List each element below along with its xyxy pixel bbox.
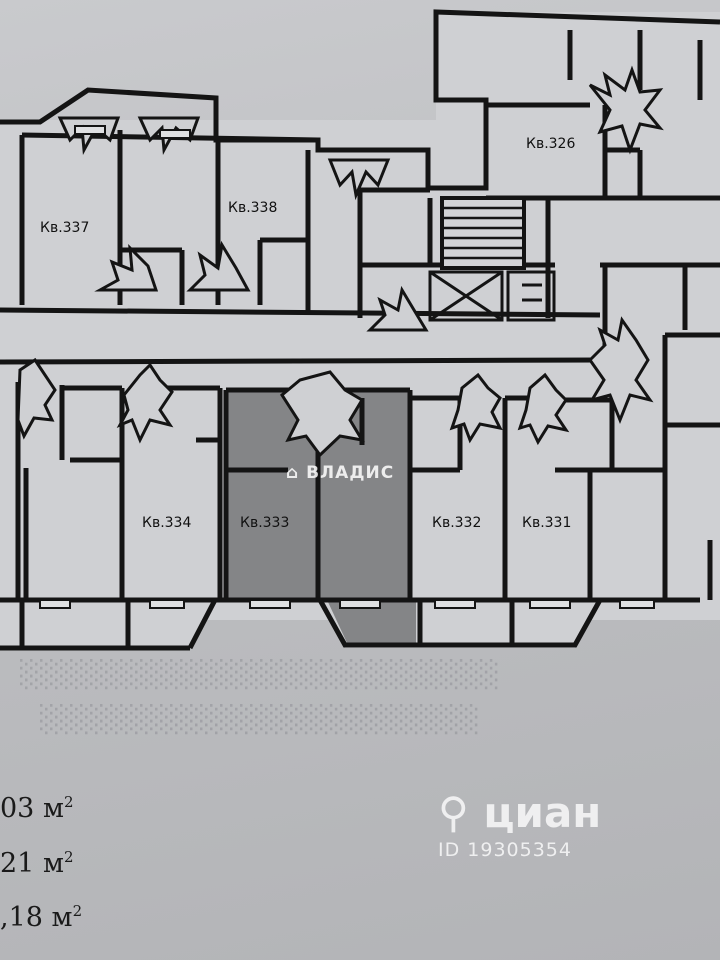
apartment-label-337: Кв.337 bbox=[40, 220, 89, 236]
door-symbols bbox=[16, 65, 664, 458]
show-through-text: ░░░░░░░░░░░░░░░░░░░░░░ bbox=[40, 705, 480, 735]
house-icon: ⌂ bbox=[286, 463, 300, 483]
vladis-watermark: ⌂ ВЛАДИС bbox=[286, 463, 394, 483]
apartment-labels: Кв.326 Кв.337 Кв.338 Кв.334 Кв.333 Кв.33… bbox=[40, 136, 575, 531]
area-exp: 2 bbox=[72, 902, 83, 920]
cian-id-text: ID 19305354 bbox=[438, 839, 572, 861]
vladis-watermark-text: ВЛАДИС bbox=[306, 463, 395, 483]
pin-icon: ⚲ bbox=[438, 788, 469, 837]
apartment-label-332: Кв.332 bbox=[432, 515, 481, 531]
window-marks bbox=[39, 125, 655, 609]
area-unit: м bbox=[42, 793, 64, 824]
apartment-label-334: Кв.334 bbox=[142, 515, 191, 531]
area-unit: м bbox=[42, 848, 64, 879]
cian-brand-text: циан bbox=[483, 788, 602, 837]
stairwell bbox=[440, 196, 526, 270]
cian-watermark: ⚲ циан ID 19305354 bbox=[438, 788, 601, 861]
area-line-1: 03 м2 bbox=[0, 793, 74, 824]
apartment-label-333: Кв.333 bbox=[240, 515, 289, 531]
apartment-label-326: Кв.326 bbox=[526, 136, 575, 152]
area-unit: м bbox=[51, 902, 73, 933]
walls bbox=[0, 9, 720, 651]
elevator-shafts bbox=[428, 270, 556, 322]
apartment-label-331: Кв.331 bbox=[522, 515, 571, 531]
area-line-2: 21 м2 bbox=[0, 848, 74, 879]
area-exp: 2 bbox=[63, 848, 74, 866]
area-value: ,18 bbox=[0, 902, 43, 933]
area-line-3: ,18 м2 bbox=[0, 902, 82, 933]
area-value: 21 bbox=[0, 848, 35, 879]
area-value: 03 bbox=[0, 793, 35, 824]
area-exp: 2 bbox=[63, 793, 74, 811]
show-through-text: ░░░░░░░░░░░░░░░░░░░░░░░░ bbox=[20, 660, 500, 690]
apartment-label-338: Кв.338 bbox=[228, 200, 277, 216]
